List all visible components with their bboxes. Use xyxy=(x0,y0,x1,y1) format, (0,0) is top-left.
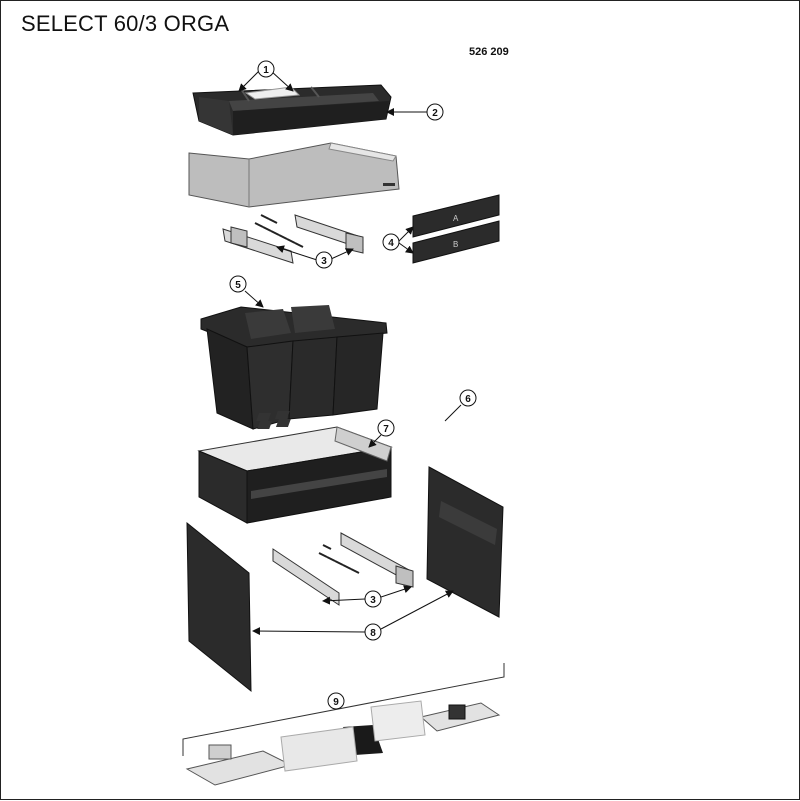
side-panel-left xyxy=(186,521,252,693)
svg-text:7: 7 xyxy=(383,424,389,435)
article-number: 526 209 xyxy=(469,46,509,58)
callout-5: 5 xyxy=(229,275,247,293)
callout-4: 4 xyxy=(382,233,400,251)
callout-2: 2 xyxy=(426,103,444,121)
svg-text:1: 1 xyxy=(263,65,269,76)
callout-9: 9 xyxy=(327,692,345,710)
svg-text:9: 9 xyxy=(333,697,339,708)
leader-lines xyxy=(238,70,462,636)
adhesive-pads xyxy=(256,411,291,429)
svg-text:8: 8 xyxy=(370,628,376,639)
lower-screws xyxy=(318,544,360,574)
svg-text:A: A xyxy=(453,214,459,223)
drawer-front-panel xyxy=(188,142,400,208)
side-panel-right xyxy=(426,466,504,618)
svg-text:3: 3 xyxy=(321,256,327,267)
product-title: SELECT 60/3 ORGA xyxy=(21,11,230,36)
svg-text:6: 6 xyxy=(465,394,471,405)
svg-text:3: 3 xyxy=(370,595,376,606)
callout-3-upper: 3 xyxy=(315,251,333,269)
mounting-plate-b: B xyxy=(412,220,500,264)
waste-bins xyxy=(200,305,388,430)
upper-runners xyxy=(222,214,364,264)
organizer-tray xyxy=(192,84,392,136)
svg-text:5: 5 xyxy=(235,280,241,291)
svg-text:B: B xyxy=(453,240,458,249)
callout-6: 6 xyxy=(459,389,477,407)
svg-text:2: 2 xyxy=(432,108,438,119)
callout-8: 8 xyxy=(364,623,382,641)
upper-screws xyxy=(254,214,304,248)
lower-runners xyxy=(272,532,414,606)
callout-1: 1 xyxy=(257,60,275,78)
callout-3-lower: 3 xyxy=(364,590,382,608)
drawer-frame xyxy=(197,426,393,524)
hardware-kit-bracket xyxy=(182,663,505,756)
callout-7: 7 xyxy=(377,419,395,437)
hardware-kit xyxy=(185,700,501,786)
svg-text:4: 4 xyxy=(388,238,394,249)
